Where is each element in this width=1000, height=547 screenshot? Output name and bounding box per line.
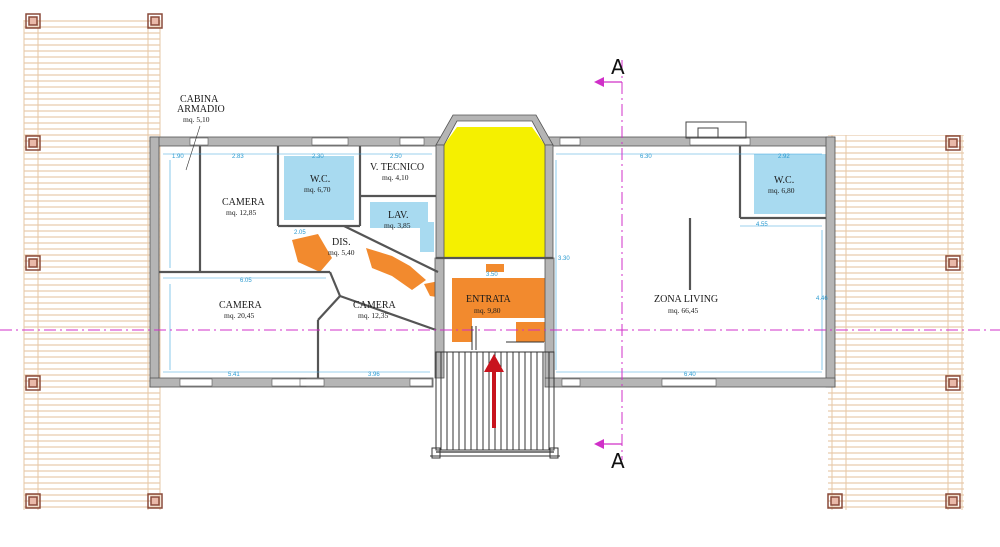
section-label-bottom: A: [611, 449, 625, 473]
dimension-lines: [163, 153, 823, 373]
dim-label: 2.50: [390, 154, 402, 160]
section-line: [0, 60, 1000, 460]
room-area-camera1: mq. 12,85: [226, 208, 256, 217]
dim-label: 4.46: [816, 296, 828, 302]
dimension-labels: 1.90 2.83 2.30 2.50 6.30 2.92 4.55 6.05 …: [172, 154, 828, 378]
room-area-camera3: mq. 12,35: [358, 311, 388, 320]
room-name-lav: LAV.: [388, 210, 408, 221]
room-name-camera2: CAMERA: [219, 300, 263, 311]
lav-blue-fill: [370, 202, 434, 252]
room-name-living: ZONA LIVING: [654, 294, 718, 305]
dim-label: 6.05: [240, 278, 252, 284]
room-name-dis: DIS.: [332, 237, 351, 248]
room-area-vtecnico: mq. 4,10: [382, 173, 409, 182]
room-area-cabina: mq. 5,10: [183, 115, 210, 124]
windows: [179, 137, 751, 387]
orange-floor-fills: [292, 234, 548, 342]
room-area-lav: mq. 3,85: [384, 221, 411, 230]
dim-label: 3.50: [486, 272, 498, 278]
dim-label: 3.96: [368, 372, 380, 378]
pergola-right: [828, 135, 964, 510]
interior-walls: [159, 146, 826, 378]
room-labels: CABINA ARMADIO mq. 5,10 CAMERA mq. 12,85…: [177, 94, 795, 320]
room-area-camera2: mq. 20,45: [224, 311, 254, 320]
dim-label: 1.90: [172, 154, 184, 160]
dim-label: 5.41: [228, 372, 240, 378]
dim-label: 2.05: [294, 230, 306, 236]
room-name-wc2: W.C.: [774, 175, 794, 186]
chimney: [685, 121, 747, 139]
room-area-wc1: mq. 6,70: [304, 185, 331, 194]
entrance-door: [471, 326, 544, 350]
room-name-wc1: W.C.: [310, 174, 330, 185]
room-name-cabina-l2: ARMADIO: [177, 104, 225, 115]
dim-label: 2.83: [232, 154, 244, 160]
section-arrows: [594, 77, 622, 449]
wc1-blue-fill: [284, 156, 354, 220]
room-name-vtecnico: V. TECNICO: [370, 162, 424, 173]
room-area-living: mq. 66,45: [668, 306, 698, 315]
pergola-posts: [25, 13, 961, 509]
dim-label: 6.40: [684, 372, 696, 378]
room-name-entrata: ENTRATA: [466, 294, 512, 305]
dim-label: 6.30: [640, 154, 652, 160]
entrance-arrow: [484, 354, 504, 428]
room-area-dis: mq. 5,40: [328, 248, 355, 257]
room-name-camera3: CAMERA: [353, 300, 397, 311]
dim-label: 2.92: [778, 154, 790, 160]
room-area-entrata: mq. 9,80: [474, 306, 501, 315]
vtecnico-yellow-fill: [444, 127, 545, 258]
pergola-left: [23, 20, 161, 510]
section-label-top: A: [611, 55, 625, 79]
room-name-camera1: CAMERA: [222, 197, 266, 208]
dim-label: 2.30: [312, 154, 324, 160]
dim-label: 3.30: [558, 256, 570, 262]
dim-label: 4.55: [756, 222, 768, 228]
room-name-cabina-l1: CABINA: [180, 94, 219, 105]
room-area-wc2: mq. 6,80: [768, 186, 795, 195]
wc2-blue-fill: [754, 154, 828, 214]
